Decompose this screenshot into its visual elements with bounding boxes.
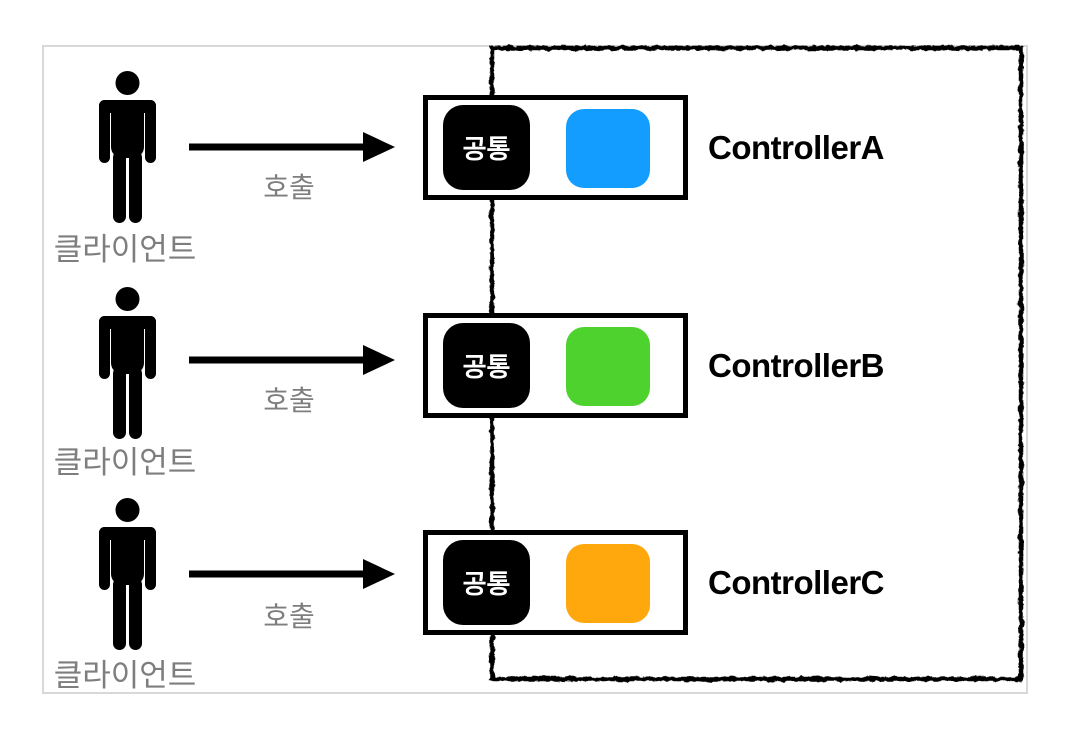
person-icon (99, 287, 156, 439)
arrow-icon (189, 132, 395, 162)
client-label: 클라이언트 (53, 445, 197, 480)
person-icon (99, 498, 156, 650)
arrow-icon (189, 345, 395, 375)
arrow-icon (189, 559, 395, 589)
controller-box: 공통 (423, 95, 688, 200)
client-label: 클라이언트 (53, 232, 197, 267)
controller-name: ControllerA (708, 128, 885, 166)
common-chip: 공통 (443, 540, 530, 625)
feature-chip (566, 544, 650, 623)
controller-box: 공통 (423, 530, 688, 635)
controller-box: 공통 (423, 313, 688, 418)
feature-chip (566, 327, 650, 406)
common-chip: 공통 (443, 105, 530, 190)
call-label: 호출 (263, 172, 315, 203)
person-icon (99, 71, 156, 223)
feature-chip (566, 109, 650, 188)
call-label: 호출 (263, 601, 315, 632)
client-label: 클라이언트 (53, 658, 197, 693)
common-chip: 공통 (443, 323, 530, 408)
controller-name: ControllerB (708, 346, 885, 384)
call-label: 호출 (263, 385, 315, 416)
controller-name: ControllerC (708, 563, 885, 601)
